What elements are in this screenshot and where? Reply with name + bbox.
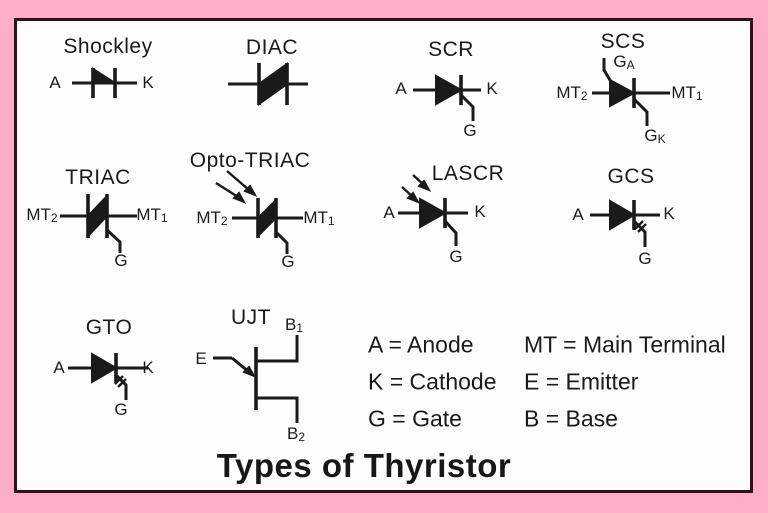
legend-base: B = Base xyxy=(524,405,618,432)
scr-title: SCR xyxy=(428,38,474,61)
triac-mt2-label: MT2 xyxy=(26,205,58,225)
ujt-emitter-label: E xyxy=(195,349,207,368)
scr-cathode-label: K xyxy=(486,79,498,98)
scs-title: SCS xyxy=(600,30,646,53)
gcs-gate-label: G xyxy=(638,249,652,268)
gcs-anode-label: A xyxy=(572,205,584,224)
ujt-base1-label: B1 xyxy=(284,315,304,335)
gto-title: GTO xyxy=(85,316,133,339)
triac-title: TRIAC xyxy=(65,166,131,189)
page-title: Types of Thyristor xyxy=(216,447,512,484)
opto-triac-gate-label: G xyxy=(281,252,295,271)
legend-gate: G = Gate xyxy=(368,405,462,432)
legend-cathode: K = Cathode xyxy=(368,368,497,395)
legend-anode: A = Anode xyxy=(368,331,474,358)
ujt-title: UJT xyxy=(231,306,271,329)
triac-mt1-label: MT1 xyxy=(136,205,168,225)
gcs-title: GCS xyxy=(607,165,655,188)
scr-anode-label: A xyxy=(395,79,407,98)
shockley-title: Shockley xyxy=(63,35,153,58)
scs-mt2-label: MT2 xyxy=(556,83,588,103)
lascr-title: LASCR xyxy=(431,162,505,185)
scs-mt1-label: MT1 xyxy=(671,83,703,103)
lascr-anode-label: A xyxy=(383,203,395,222)
legend-main-terminal: MT = Main Terminal xyxy=(524,331,726,358)
opto-triac-mt1-label: MT1 xyxy=(303,208,335,228)
ujt-base2-label: B2 xyxy=(286,424,306,444)
triac-gate-label: G xyxy=(114,251,128,270)
lascr-cathode-label: K xyxy=(474,202,486,221)
gcs-cathode-label: K xyxy=(663,204,675,223)
scr-gate-label: G xyxy=(463,121,477,140)
gto-cathode-label: K xyxy=(142,358,154,377)
diac-title: DIAC xyxy=(245,36,299,59)
opto-triac-title: Opto-TRIAC xyxy=(189,149,311,172)
opto-triac-mt2-label: MT2 xyxy=(196,208,228,228)
gto-gate-label: G xyxy=(114,400,128,419)
legend-emitter: E = Emitter xyxy=(524,368,639,395)
shockley-cathode-label: K xyxy=(142,73,154,92)
shockley-anode-label: A xyxy=(49,73,61,92)
scs-anode-gate-label: GA xyxy=(613,52,635,72)
scs-cathode-gate-label: GK xyxy=(644,126,666,146)
lascr-gate-label: G xyxy=(449,247,463,266)
gto-anode-label: A xyxy=(53,358,65,377)
